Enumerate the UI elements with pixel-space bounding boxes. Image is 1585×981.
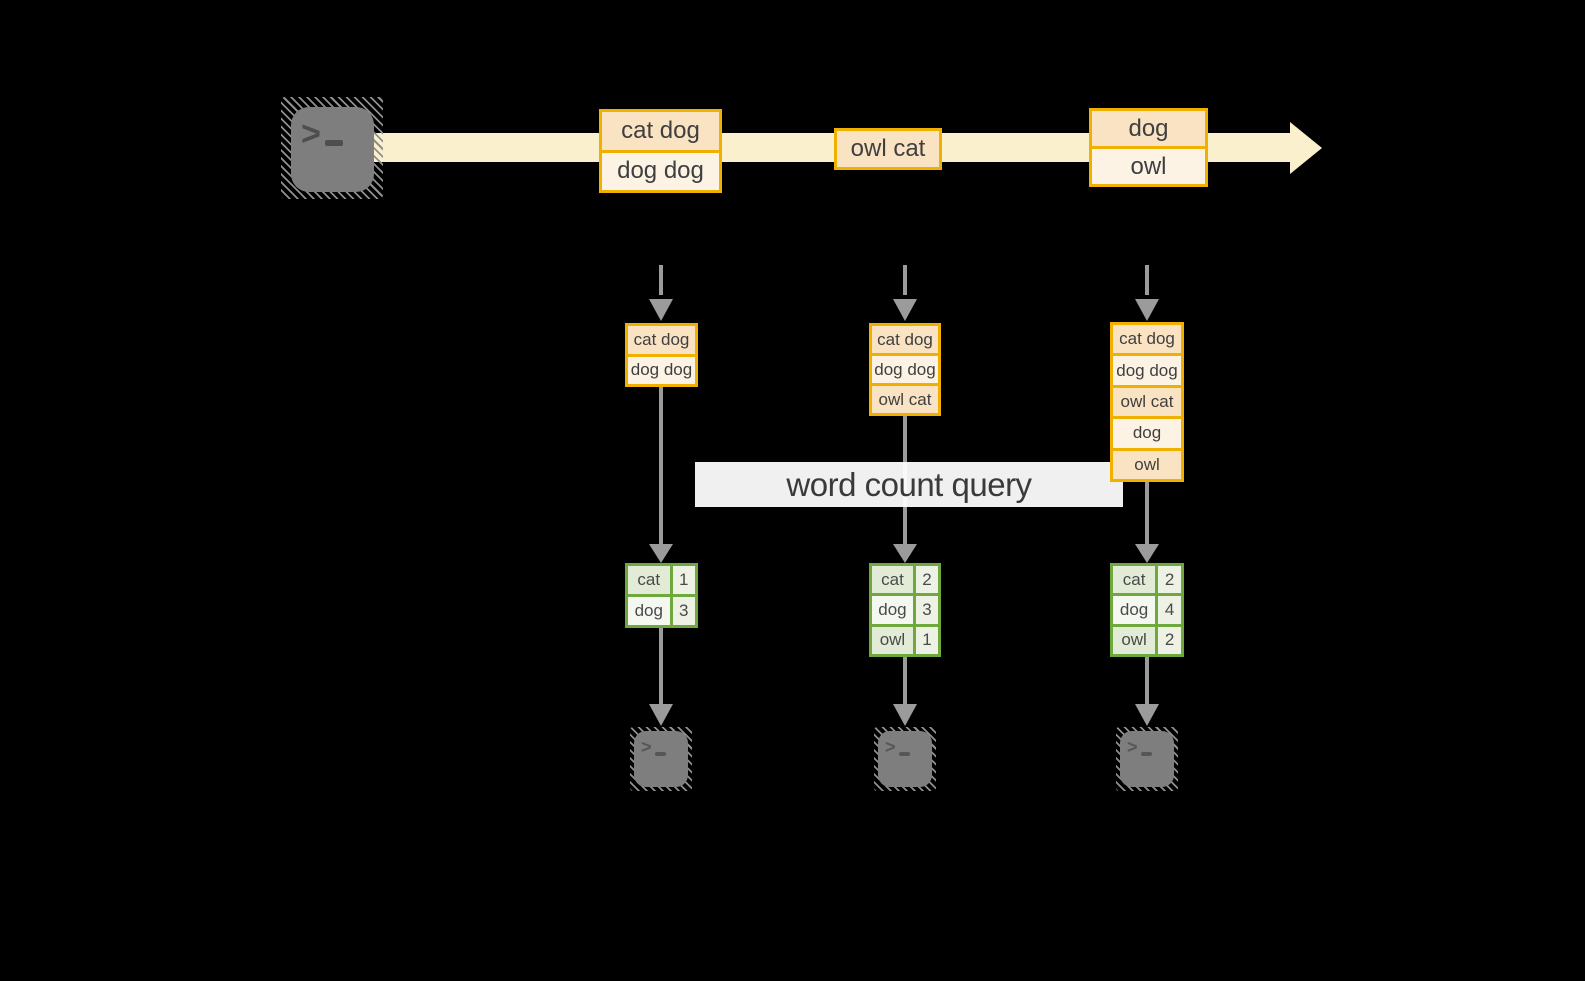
prompt-chevron-icon: > — [885, 737, 896, 757]
buffer-line: owl cat — [872, 386, 938, 413]
count-cell: 3 — [915, 596, 938, 624]
word-cell: dog — [628, 597, 673, 625]
buffer-line: dog dog — [1113, 356, 1181, 388]
count-cell: 3 — [672, 597, 695, 625]
terminal-icon: > — [291, 107, 374, 192]
count-cell: 4 — [1158, 596, 1181, 624]
count-table-1: cat 1 dog 3 — [625, 563, 698, 628]
buffer-line: dog dog — [872, 356, 938, 386]
terminal-icon: > — [634, 731, 688, 787]
buffer-line: cat dog — [1113, 325, 1181, 357]
table-row: cat 2 — [1113, 566, 1181, 597]
buffer-line: dog — [1113, 419, 1181, 451]
event-line: dog dog — [602, 152, 719, 190]
table-row: dog 3 — [628, 597, 695, 625]
table-row: dog 4 — [1113, 596, 1181, 627]
dashed-arrow-col1 — [649, 265, 673, 321]
dashed-arrow-col2 — [893, 265, 917, 321]
count-cell: 2 — [915, 566, 938, 594]
event-line: cat dog — [602, 112, 719, 153]
word-cell: owl — [872, 626, 916, 654]
sink-arrow-col1 — [649, 627, 673, 726]
stream-arrowhead — [1290, 122, 1322, 174]
buffer-box-1: cat dog dog dog — [625, 323, 698, 387]
count-cell: 1 — [915, 626, 938, 654]
buffer-line: cat dog — [872, 326, 938, 356]
table-row: owl 1 — [872, 626, 938, 654]
event-line: owl — [1092, 149, 1205, 184]
prompt-underscore-icon — [655, 752, 666, 756]
prompt-underscore-icon — [1141, 752, 1152, 756]
prompt-underscore-icon — [899, 752, 910, 756]
word-cell: cat — [1113, 566, 1159, 594]
count-cell: 2 — [1158, 626, 1181, 654]
stream-event-box-2: owl cat — [834, 128, 942, 170]
word-cell: owl — [1113, 626, 1159, 654]
word-cell: dog — [872, 596, 916, 624]
sink-arrow-col2 — [893, 656, 917, 726]
buffer-line: cat dog — [628, 326, 695, 357]
query-label-text: word count query — [786, 465, 1032, 503]
buffer-box-3: cat dog dog dog owl cat dog owl — [1110, 322, 1184, 482]
event-line: dog — [1092, 111, 1205, 149]
word-cell: cat — [872, 566, 916, 594]
event-line: owl cat — [837, 131, 939, 167]
buffer-line: owl cat — [1113, 387, 1181, 420]
count-table-2: cat 2 dog 3 owl 1 — [869, 563, 941, 657]
query-label: word count query — [695, 462, 1123, 507]
count-cell: 1 — [672, 566, 695, 594]
dashed-arrow-col3 — [1135, 265, 1159, 321]
count-table-3: cat 2 dog 4 owl 2 — [1110, 563, 1184, 657]
table-row: owl 2 — [1113, 626, 1181, 654]
stream-event-box-3: dog owl — [1089, 108, 1208, 187]
table-row: cat 2 — [872, 566, 938, 597]
prompt-chevron-icon: > — [1127, 737, 1138, 757]
query-arrow-col1 — [649, 387, 673, 563]
prompt-underscore-icon — [325, 140, 343, 146]
prompt-chevron-icon: > — [301, 115, 321, 153]
prompt-chevron-icon: > — [641, 737, 652, 757]
terminal-icon: > — [1120, 731, 1174, 787]
buffer-box-2: cat dog dog dog owl cat — [869, 323, 941, 416]
table-row: dog 3 — [872, 596, 938, 627]
stream-event-box-1: cat dog dog dog — [599, 109, 722, 193]
sink-arrow-col3 — [1135, 656, 1159, 726]
terminal-icon: > — [878, 731, 932, 787]
table-row: cat 1 — [628, 566, 695, 597]
buffer-line: owl — [1113, 450, 1181, 480]
query-arrow-col3 — [1135, 481, 1159, 563]
buffer-line: dog dog — [628, 356, 695, 384]
count-cell: 2 — [1158, 566, 1181, 594]
word-cell: dog — [1113, 596, 1159, 624]
word-cell: cat — [628, 566, 673, 594]
